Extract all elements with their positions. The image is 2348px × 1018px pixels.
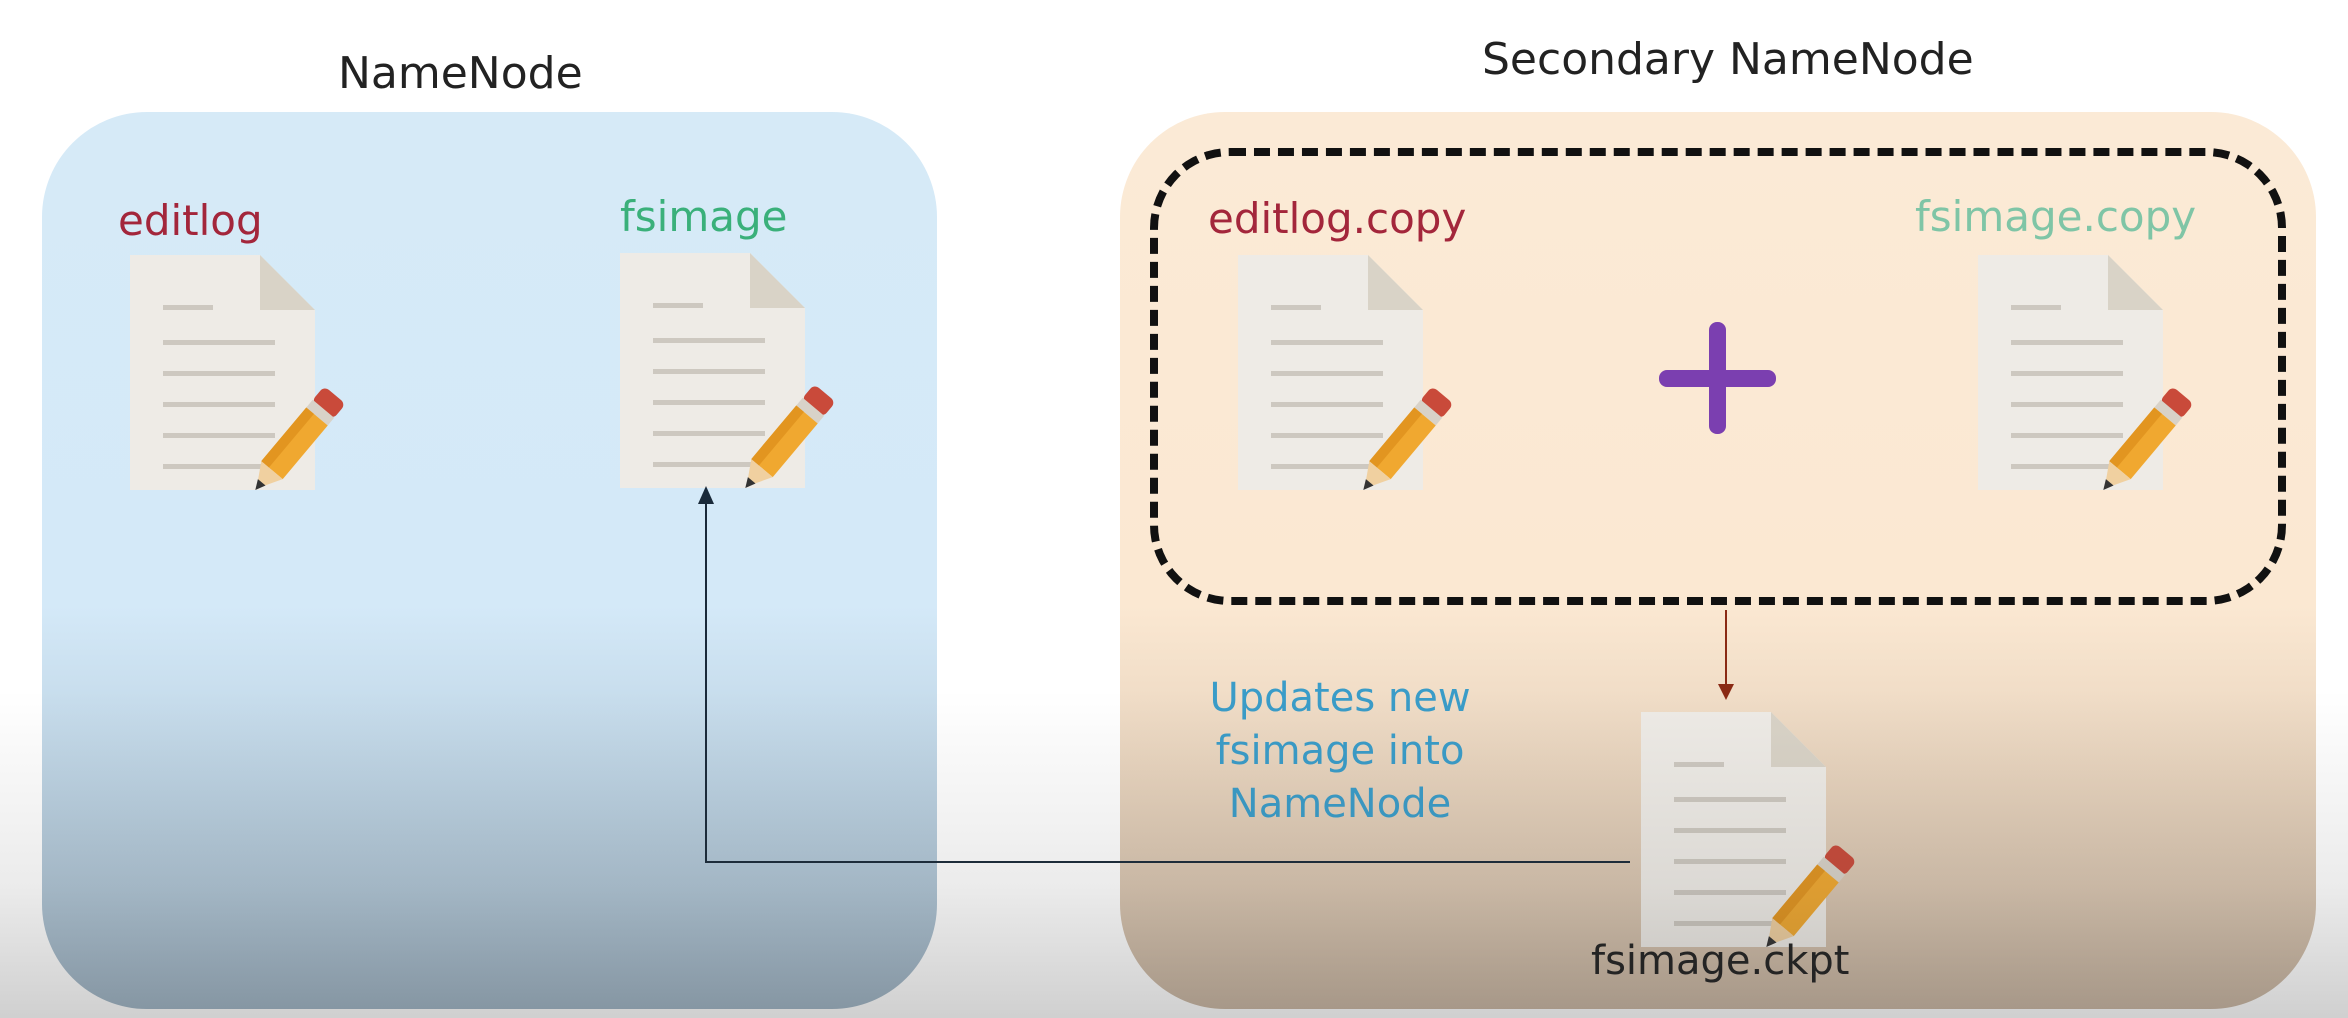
fsimage-copy-label: fsimage.copy <box>1915 192 2197 241</box>
namenode-panel <box>42 112 937 1009</box>
merge-group-outline <box>1150 148 2286 605</box>
editlog-copy-label: editlog.copy <box>1208 194 1467 243</box>
fsimage-ckpt-document-icon <box>1636 712 1876 962</box>
fsimage-label: fsimage <box>620 192 788 241</box>
plus-icon <box>1659 322 1776 434</box>
fsimage-ckpt-label: fsimage.ckpt <box>1591 938 1850 984</box>
update-note: Updates new fsimage into NameNode <box>1209 675 1471 827</box>
namenode-title: NameNode <box>338 48 583 99</box>
secondary-namenode-title: Secondary NameNode <box>1482 34 1974 85</box>
fsimage-copy-document-icon <box>1973 255 2213 505</box>
fsimage-document-icon <box>615 253 855 503</box>
editlog-label: editlog <box>118 196 263 245</box>
editlog-copy-document-icon <box>1233 255 1473 505</box>
editlog-document-icon <box>125 255 365 505</box>
